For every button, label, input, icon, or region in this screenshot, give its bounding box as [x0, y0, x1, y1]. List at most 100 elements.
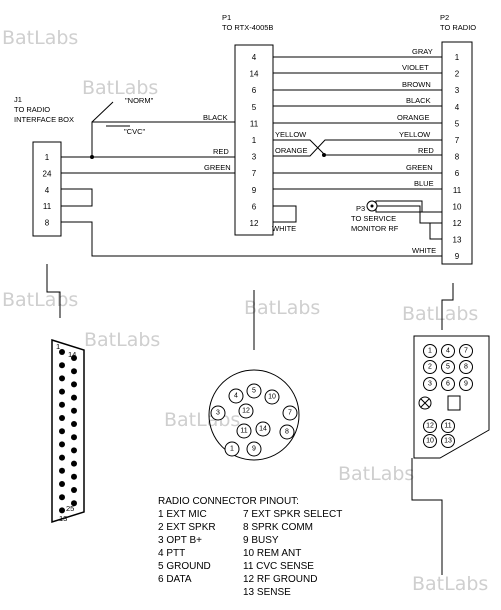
rect-pin-circle	[423, 360, 437, 374]
pinout-entry: 1 EXT MIC	[158, 509, 207, 520]
wire-p2-jumper	[429, 222, 442, 240]
wire-label-j1-green: GREEN	[204, 163, 231, 172]
rect-pin-circle	[441, 434, 455, 448]
db25-pin	[59, 494, 65, 501]
wire-label-black: BLACK	[406, 96, 431, 105]
db25-pin	[59, 349, 65, 355]
j1-title: J1	[14, 95, 22, 104]
db25-pin	[71, 434, 77, 441]
j1-line2: TO RADIO	[14, 105, 50, 114]
p3-line3: MONITOR RF	[351, 224, 399, 233]
rect-connector-cable	[411, 458, 443, 575]
db25-pin	[59, 507, 65, 514]
rect-pin-label: 6	[446, 381, 450, 388]
rect-pin-label: 9	[464, 381, 468, 388]
rect-pin-circle	[459, 344, 473, 358]
db25-pin	[71, 381, 77, 388]
j1-pin-labels: 1 24 4 11 8	[43, 153, 52, 228]
round-pin-circle	[246, 441, 262, 457]
db25-pin	[59, 441, 65, 448]
wire-white-loop	[273, 205, 297, 223]
p2-pin: 9	[455, 252, 460, 261]
p2-pin: 6	[455, 169, 460, 178]
rect-pin-label: 1	[428, 348, 432, 355]
db25-pin	[59, 454, 65, 461]
db25-pin	[71, 394, 77, 401]
db25-pin	[59, 415, 65, 421]
wire-label-red: RED	[418, 146, 434, 155]
wire-label-blue: BLUE	[414, 179, 434, 188]
db25-pin	[71, 355, 77, 361]
db25-pin25-label: 25	[66, 504, 74, 513]
pinout-entry: 12 RF GROUND	[243, 574, 317, 585]
p1-pin: 7	[252, 169, 257, 178]
wire-label-gray: GRAY	[412, 47, 433, 56]
db25-pin1-label: 1	[56, 342, 60, 351]
db25-pin	[71, 460, 77, 467]
j1-pin: 11	[43, 202, 52, 211]
wires	[61, 56, 442, 257]
p1-pin: 12	[250, 219, 259, 228]
watermark: BatLabs	[2, 27, 78, 49]
rect-connector-key	[418, 395, 461, 411]
db25-shell	[51, 338, 85, 524]
wire-label-p1-white: WHITE	[272, 224, 296, 233]
rect-pin-circle	[441, 377, 455, 391]
p2-cable-break	[441, 283, 454, 330]
p2-box	[441, 41, 473, 265]
rect-pin-label: 8	[464, 364, 468, 371]
db25-pin14-label: 14	[68, 350, 76, 359]
p2-pin: 13	[453, 236, 462, 245]
rect-pin-label: 13	[444, 438, 452, 445]
wire-label-yellow: YELLOW	[399, 130, 431, 139]
wire-label-p1-orange: ORANGE	[275, 146, 308, 155]
db25-pin	[71, 368, 77, 375]
rect-pin-label: 2	[428, 364, 432, 371]
p1-pin: 11	[250, 119, 259, 128]
db25-pin	[71, 407, 77, 414]
db25-pin	[71, 421, 77, 427]
j1-pin: 4	[45, 186, 50, 195]
watermark: BatLabs	[402, 303, 478, 325]
db25-connector: 1 14 25 13	[51, 338, 85, 524]
round-pin-circle	[224, 441, 240, 457]
db25-pin	[59, 362, 65, 369]
db25-pin	[71, 473, 77, 480]
round-pin-label: 3	[216, 410, 220, 417]
rect-pin-circle	[441, 419, 455, 433]
rect-pin-label: 3	[428, 381, 432, 388]
pinout-entry: 4 PTT	[158, 548, 185, 559]
rect-pin-circle	[423, 434, 437, 448]
j1-pin: 1	[45, 153, 50, 162]
round-pin-circle	[228, 388, 244, 404]
pinout-entry: 9 BUSY	[243, 535, 279, 546]
wire-label-violet: VIOLET	[402, 63, 429, 72]
round-pin-label: 7	[288, 410, 292, 417]
round-pin-circle	[210, 405, 226, 421]
p1-subtitle: TO RTX-4005B	[222, 23, 273, 32]
p1-pin: 5	[252, 103, 257, 112]
wire-j1-loop	[61, 188, 93, 207]
rect-pin-circle	[459, 360, 473, 374]
p3-coax-center	[370, 204, 374, 208]
wire-label-p1-yellow: YELLOW	[275, 130, 307, 139]
j1-pin: 24	[43, 169, 52, 178]
p1-pin: 6	[252, 86, 257, 95]
db25-pin	[71, 487, 77, 493]
p2-pin: 12	[453, 219, 462, 228]
db25-pin	[59, 401, 65, 408]
db25-pin13-label: 13	[59, 514, 67, 523]
round-pin-circle	[255, 421, 271, 437]
j1-pin: 8	[45, 219, 50, 228]
wire-label-white: WHITE	[412, 246, 436, 255]
round-pin-circle	[279, 424, 295, 440]
rect-pin-label: 7	[464, 348, 468, 355]
db25-pin	[59, 375, 65, 382]
db25-pin	[71, 500, 77, 507]
p2-pin: 5	[455, 119, 460, 128]
db25-pin	[59, 388, 65, 395]
round-pin-circle	[264, 389, 280, 405]
